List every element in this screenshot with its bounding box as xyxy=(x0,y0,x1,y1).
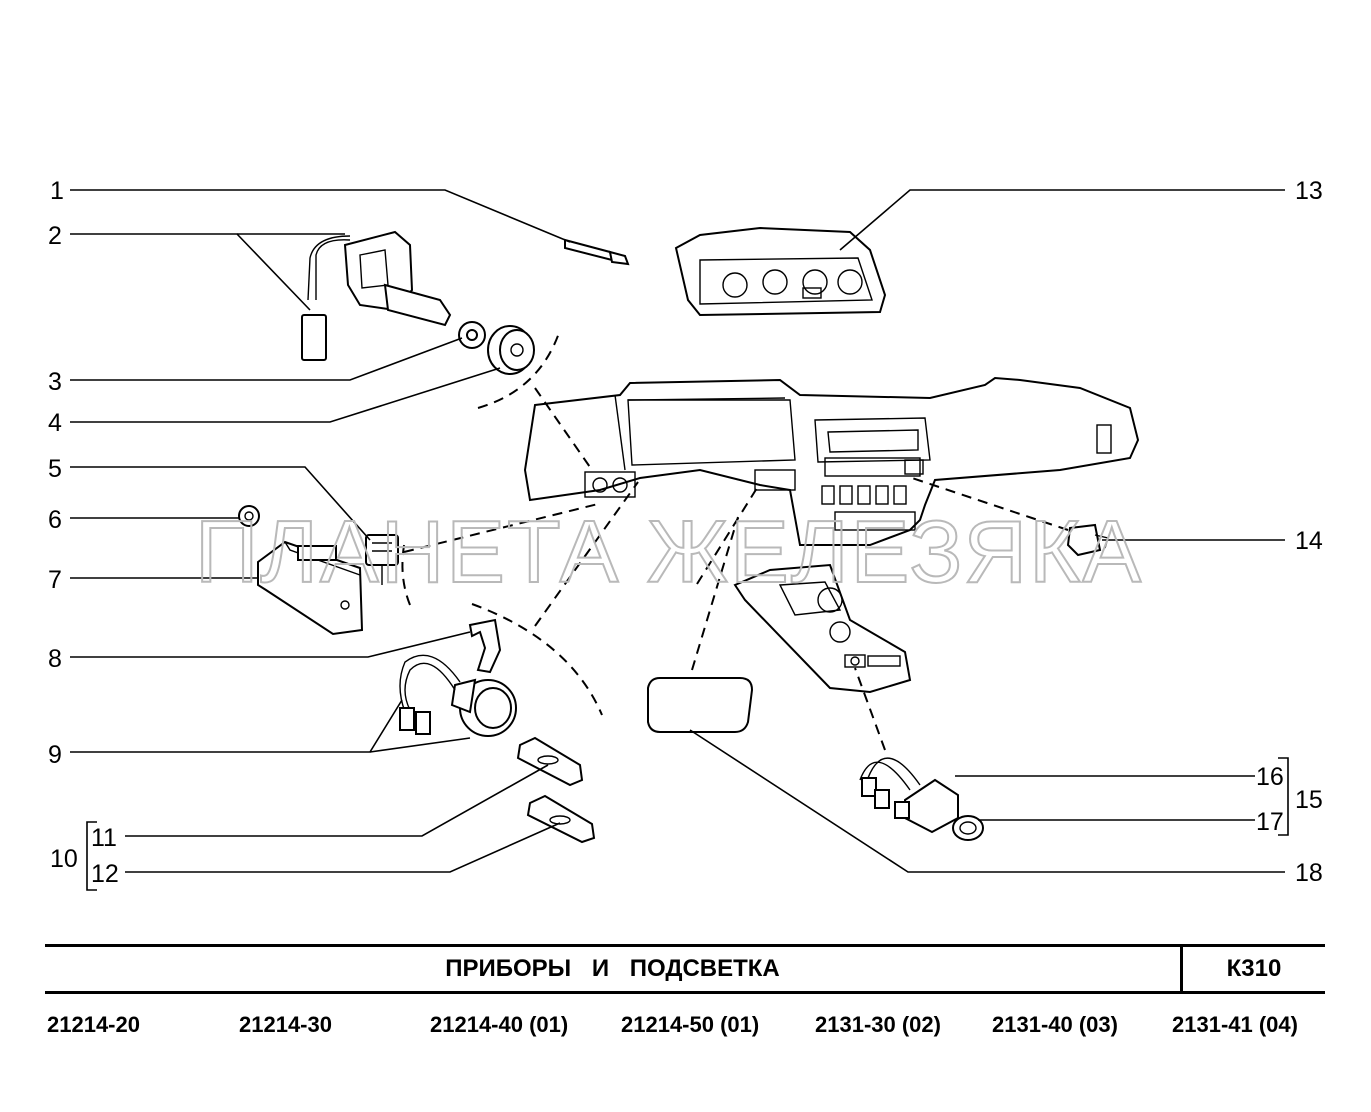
callout-labels: 1 2 3 4 5 6 7 8 9 10 11 12 13 14 15 16 1… xyxy=(48,177,1323,888)
model-item: 21214-50 (01) xyxy=(621,1012,760,1037)
switch-part-14 xyxy=(1066,523,1109,557)
control-unit xyxy=(257,540,364,636)
title-block: ПРИБОРЫ И ПОДСВЕТКА К310 xyxy=(45,944,1325,994)
bulb-part xyxy=(564,238,630,266)
dashed-arrows xyxy=(401,329,1069,751)
model-item: 2131-30 (02) xyxy=(815,1012,941,1037)
model-item: 21214-30 xyxy=(239,1012,332,1037)
instrument-cluster xyxy=(674,226,887,317)
model-item: 2131-40 (03) xyxy=(992,1012,1118,1037)
cover-plate-part xyxy=(647,677,754,733)
callout-10: 10 xyxy=(50,845,78,873)
callout-3: 3 xyxy=(48,368,62,396)
watermark-text: ПЛАНЕТА ЖЕЛЕЗЯКА xyxy=(195,502,1143,601)
callout-13: 13 xyxy=(1295,177,1323,205)
callout-9: 9 xyxy=(48,741,62,769)
callout-15: 15 xyxy=(1295,786,1323,814)
clip-part-12 xyxy=(526,794,596,844)
knob-part xyxy=(487,325,535,375)
callout-18: 18 xyxy=(1295,859,1323,887)
callout-8: 8 xyxy=(48,645,62,673)
socket-harness-part xyxy=(399,654,517,737)
model-list: 21214-20 21214-30 21214-40 (01) 21214-50… xyxy=(45,1012,1325,1048)
model-item: 21214-20 xyxy=(47,1012,140,1037)
rheostat-switch xyxy=(301,230,452,361)
title-divider xyxy=(1180,947,1183,991)
connector-part xyxy=(365,534,399,585)
nut-part xyxy=(458,321,486,349)
callout-17: 17 xyxy=(1256,808,1284,836)
diagram-code: К310 xyxy=(1226,955,1282,982)
callout-2: 2 xyxy=(48,222,62,250)
callout-1: 1 xyxy=(50,177,64,205)
clip-part-11 xyxy=(516,736,584,787)
leader-lines xyxy=(70,189,1289,891)
lighter-part xyxy=(859,757,984,841)
callout-16: 16 xyxy=(1256,763,1284,791)
bracket-part xyxy=(468,618,502,674)
model-item: 21214-40 (01) xyxy=(430,1012,569,1037)
diagram-title: ПРИБОРЫ И ПОДСВЕТКА xyxy=(445,955,780,982)
center-console xyxy=(733,563,912,694)
grommet-part xyxy=(238,505,260,527)
callout-5: 5 xyxy=(48,455,62,483)
callout-7: 7 xyxy=(48,566,62,594)
callout-11: 11 xyxy=(91,824,117,852)
dashboard-panel xyxy=(523,376,1140,546)
callout-6: 6 xyxy=(48,506,62,534)
callout-4: 4 xyxy=(48,409,62,437)
callout-12: 12 xyxy=(91,860,119,888)
model-item: 2131-41 (04) xyxy=(1172,1012,1298,1037)
callout-14: 14 xyxy=(1295,527,1323,555)
